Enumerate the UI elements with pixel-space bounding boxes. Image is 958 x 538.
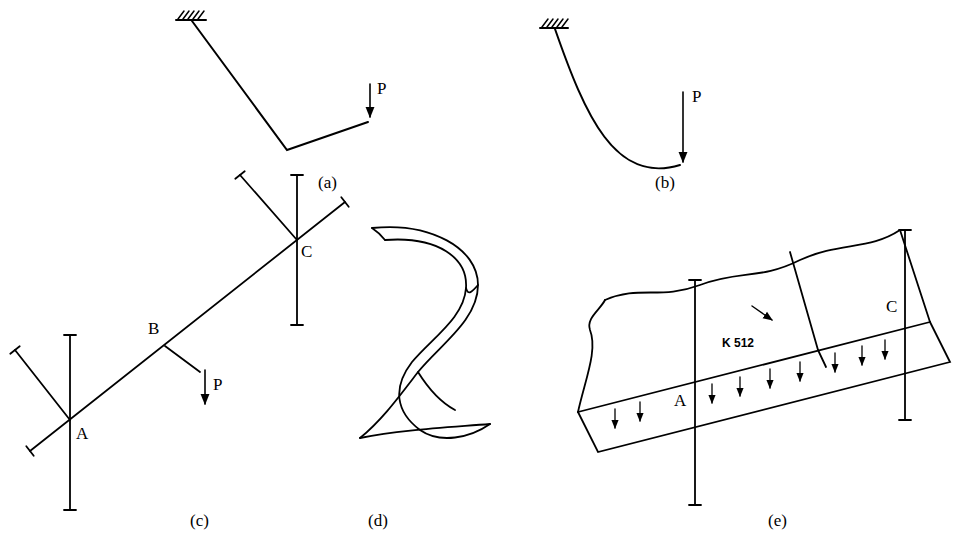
frame-with-axes — [10, 171, 348, 510]
plate-mark: K 512 — [722, 337, 754, 349]
point-label: A — [76, 425, 88, 442]
figure-label: (d) — [368, 512, 388, 529]
figure-label: (a) — [318, 174, 337, 191]
twisted-strip — [360, 227, 490, 438]
plate-section — [578, 230, 950, 505]
load-label: P — [377, 80, 386, 97]
point-label: A — [674, 392, 686, 409]
point-label: C — [886, 298, 897, 315]
bent-cantilever — [176, 11, 370, 150]
figure-label: (c) — [190, 512, 209, 529]
point-label: C — [301, 243, 312, 260]
figure-label: (b) — [655, 174, 675, 191]
load-label: P — [692, 88, 701, 105]
load-label: P — [213, 376, 222, 393]
curved-cantilever — [540, 19, 683, 168]
figure-label: (e) — [768, 512, 787, 529]
point-label: B — [148, 320, 159, 337]
